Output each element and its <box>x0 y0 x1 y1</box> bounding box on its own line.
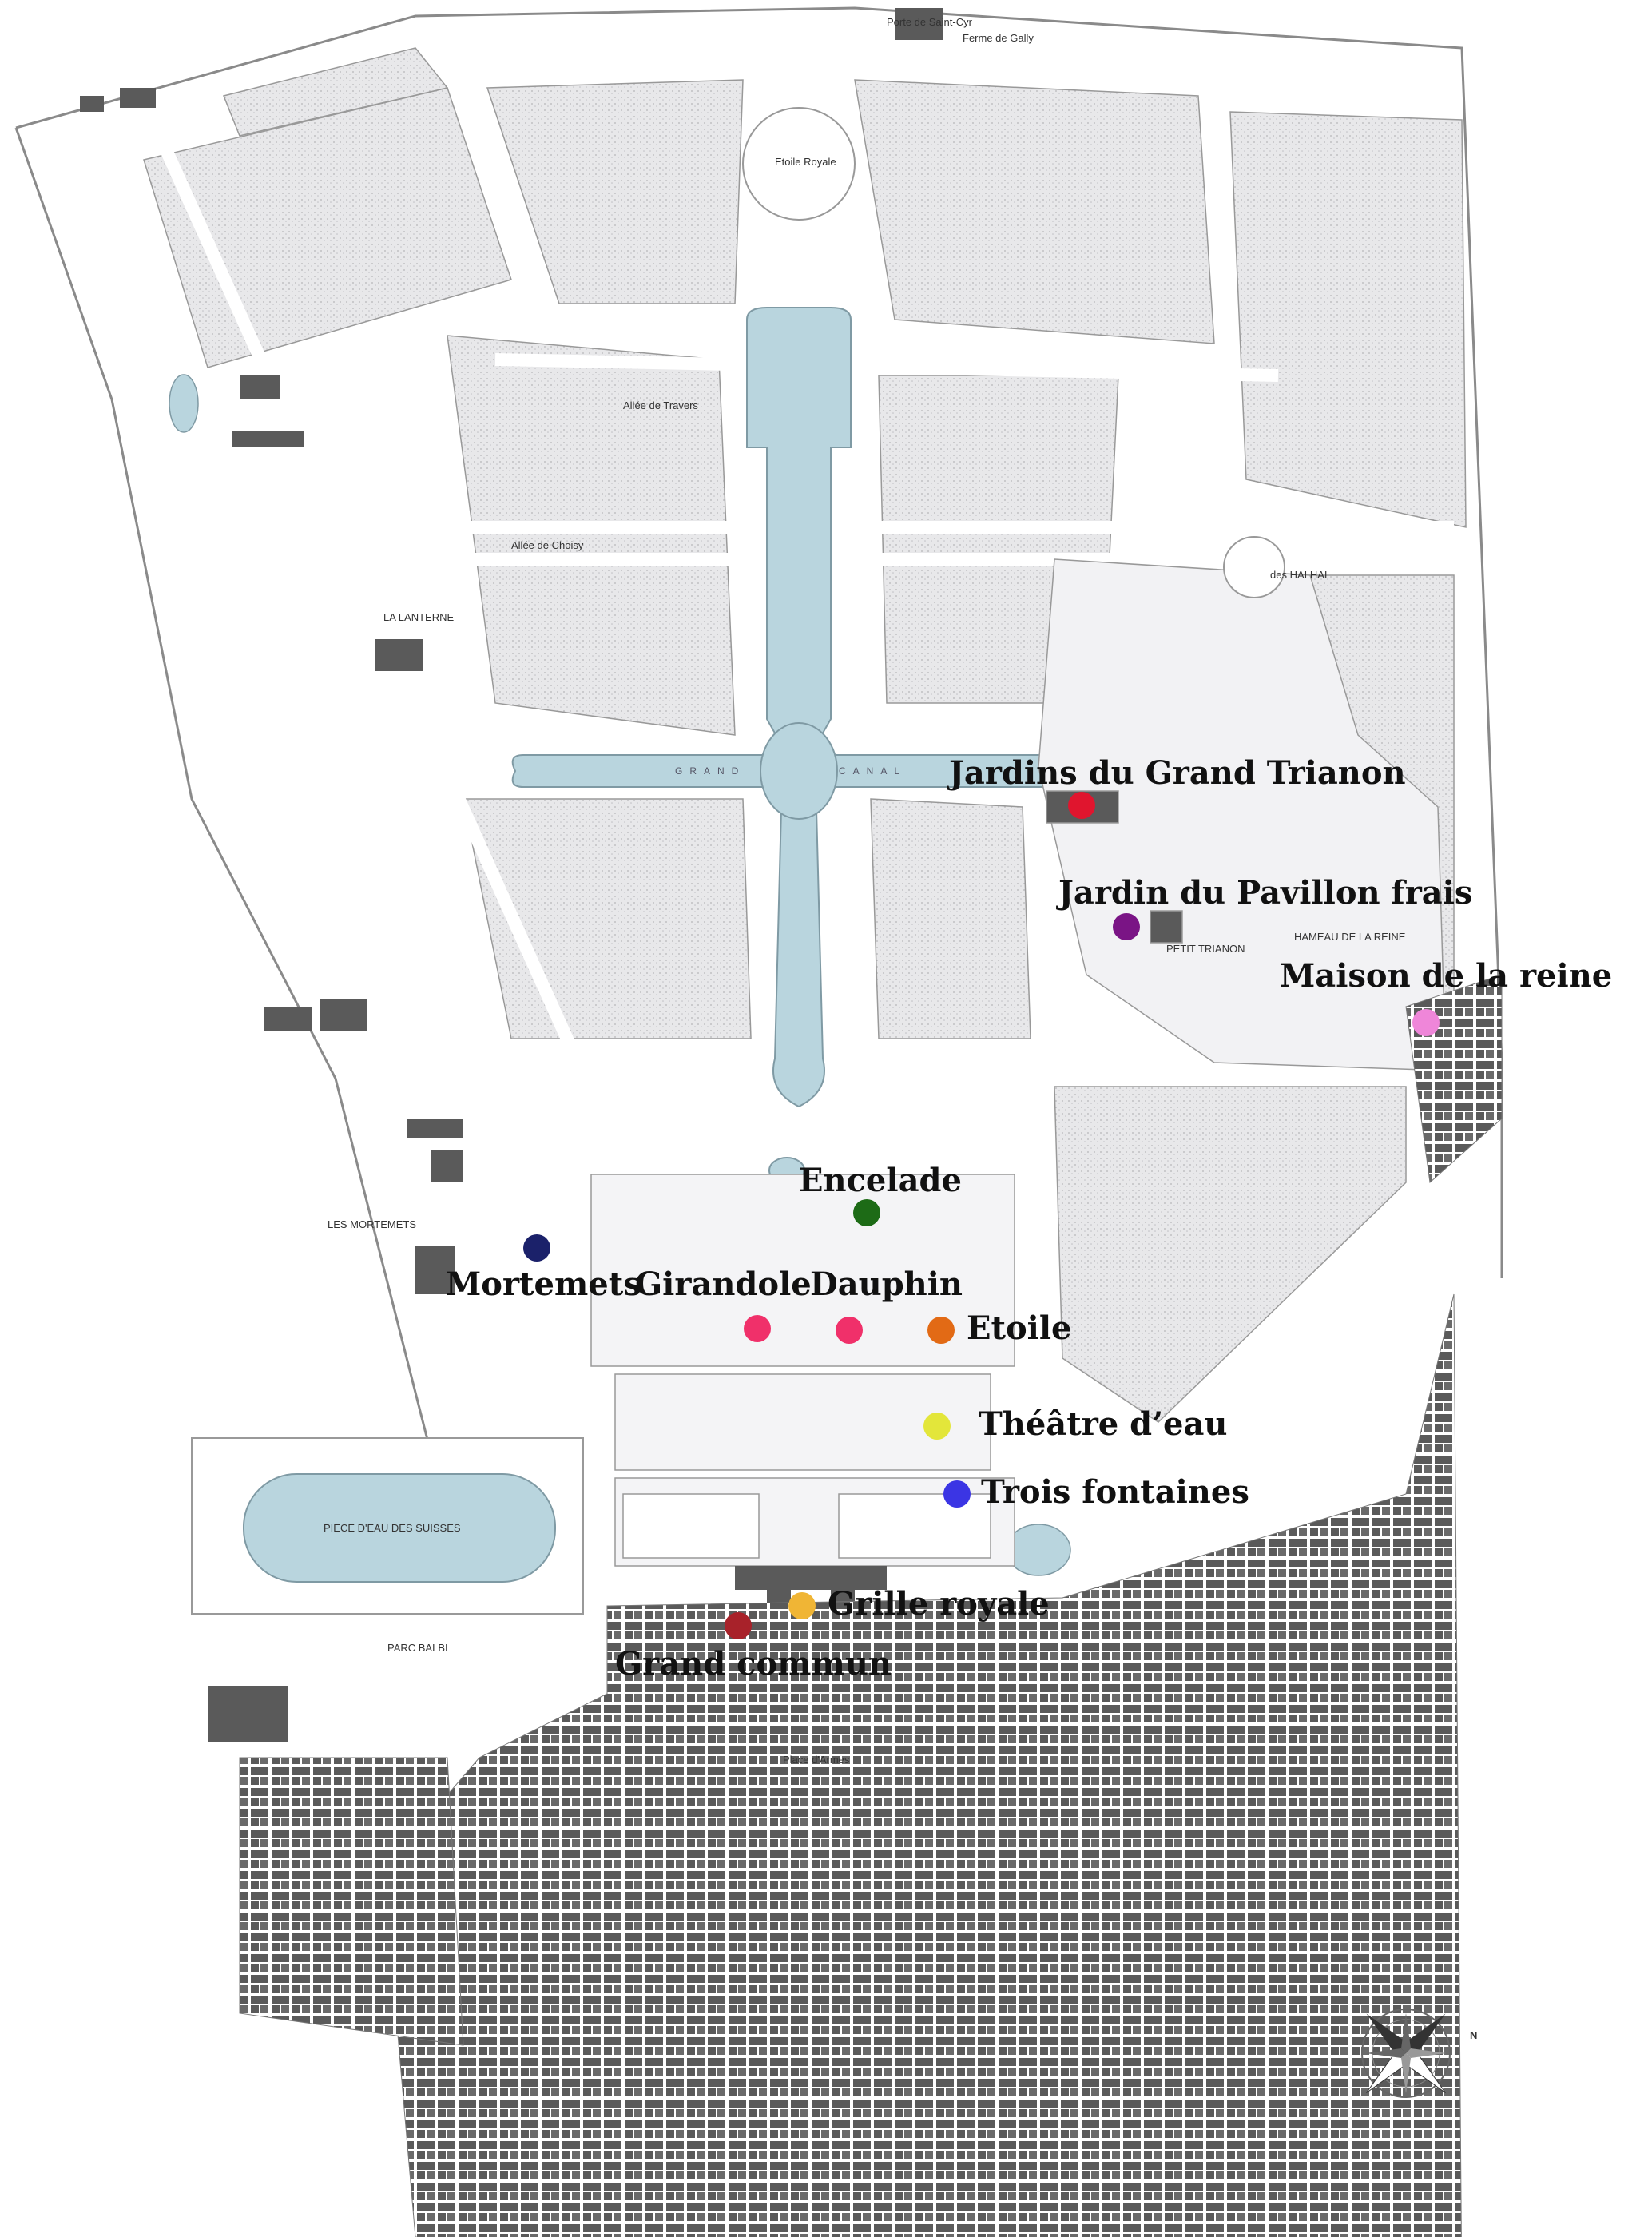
site-label: Maison de la reine <box>1280 957 1613 995</box>
site-markers <box>523 792 1440 1639</box>
site-marker[interactable] <box>744 1315 771 1342</box>
site-label: Jardins du Grand Trianon <box>949 754 1406 792</box>
compass-north-label: N <box>1470 2029 1478 2041</box>
map-label-porte-st-cyr: Porte de Saint-Cyr <box>887 16 972 28</box>
map-label-etoile-royale: Etoile Royale <box>775 156 836 168</box>
map-label-parc-balbi: PARC BALBI <box>387 1642 448 1654</box>
site-marker[interactable] <box>1068 792 1095 819</box>
site-marker[interactable] <box>1412 1009 1440 1036</box>
site-label: Grand commun <box>615 1645 892 1683</box>
site-marker[interactable] <box>853 1199 880 1226</box>
site-label: Trois fontaines <box>981 1473 1249 1511</box>
map-label-hai-hai: des HAI HAI <box>1270 569 1328 581</box>
site-marker[interactable] <box>1113 913 1140 940</box>
map-label-allee-de-choisy: Allée de Choisy <box>511 539 584 551</box>
site-marker[interactable] <box>923 1413 951 1440</box>
outlying-buildings <box>80 8 943 1742</box>
site-marker[interactable] <box>523 1234 550 1262</box>
town-blocks <box>239 974 1503 2237</box>
chateau-gardens <box>590 1174 1015 1567</box>
site-label: Jardin du Pavillon frais <box>1058 874 1473 912</box>
map-label-hameau: HAMEAU DE LA REINE <box>1294 931 1406 943</box>
piece-eau-des-suisses <box>191 1437 584 1615</box>
rond-point-etoile-royale <box>742 107 856 221</box>
map-label-petit-trianon: PETIT TRIANON <box>1166 943 1245 955</box>
site-marker[interactable] <box>725 1612 752 1639</box>
site-label: Théâtre d’eau <box>979 1405 1228 1443</box>
site-label: Grille royale <box>828 1585 1050 1623</box>
grand-canal <box>511 307 1170 1184</box>
site-label: Encelade <box>799 1162 962 1199</box>
site-marker[interactable] <box>927 1317 955 1344</box>
map-label-canal: CANAL <box>839 765 907 777</box>
site-label: Mortemets <box>446 1266 641 1303</box>
map-label-place-armes: Place d'Armes <box>783 1754 850 1766</box>
site-label: Girandole <box>635 1266 812 1303</box>
map-label-piece-eau: PIECE D'EAU DES SUISSES <box>324 1522 461 1534</box>
site-marker[interactable] <box>788 1592 816 1619</box>
map-label-allee-de-travers: Allée de Travers <box>623 399 698 411</box>
map-label-la-lanterne: LA LANTERNE <box>383 611 455 623</box>
rond-point-hai-hai <box>1223 536 1285 598</box>
map-label-ferme-de-gally: Ferme de Gally <box>963 32 1034 44</box>
map-label-grand: GRAND <box>675 765 746 777</box>
site-marker[interactable] <box>943 1480 971 1508</box>
site-label: Dauphin <box>810 1266 963 1303</box>
compass-rose-icon <box>1361 2009 1451 2098</box>
site-marker[interactable] <box>836 1317 863 1344</box>
site-label: Etoile <box>967 1309 1072 1347</box>
map-label-les-mortemets: LES MORTEMETS <box>328 1218 417 1230</box>
